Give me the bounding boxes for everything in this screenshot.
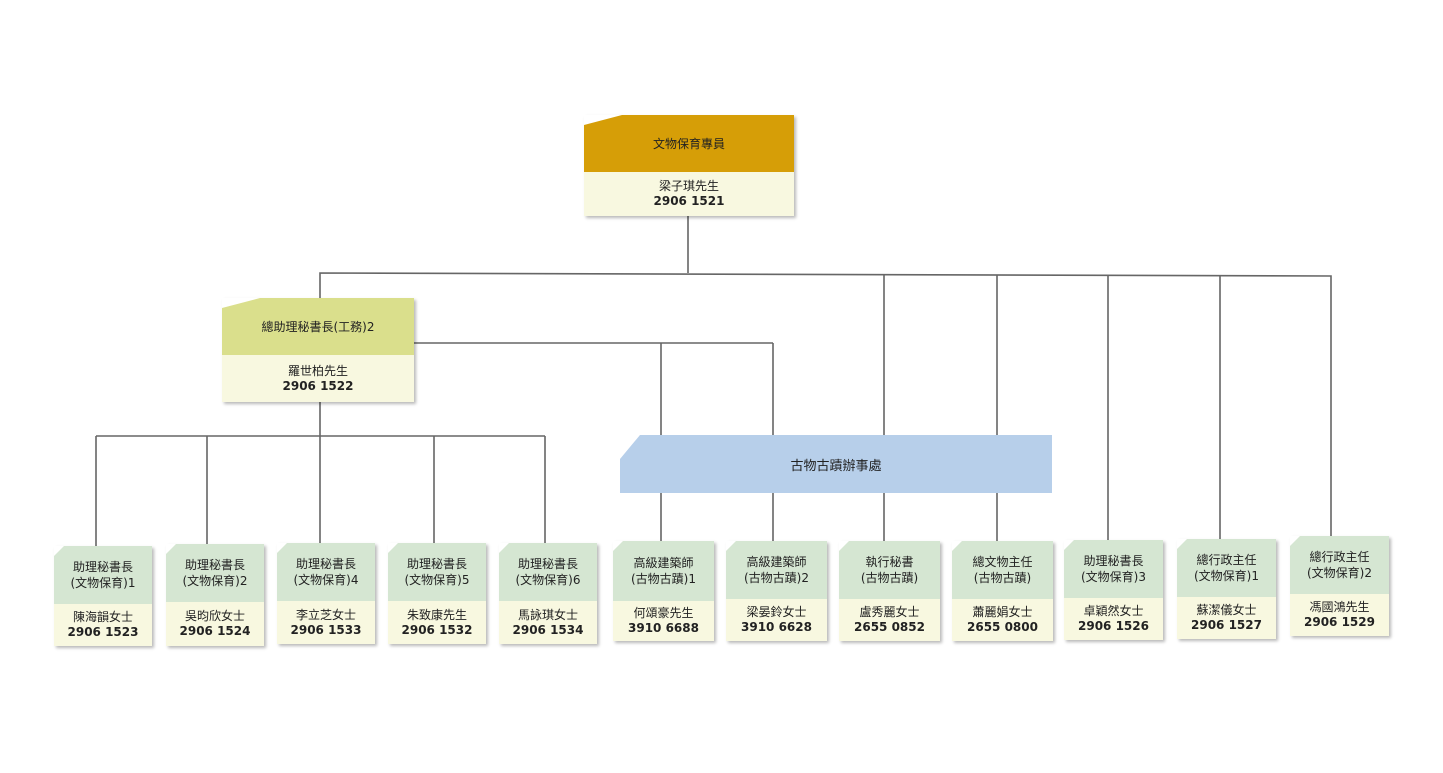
position-title: 執行秘書 (古物古蹟): [860, 555, 919, 585]
person-name: 梁晏鈴女士: [746, 605, 807, 619]
person-name: 盧秀麗女士: [859, 605, 920, 619]
mid-person-name: 羅世柏先生: [287, 363, 348, 378]
person-name: 馮國鴻先生: [1309, 600, 1370, 614]
position-header: 高級建築師 (古物古蹟)1: [613, 541, 714, 601]
person-name: 蕭麗娟女士: [972, 605, 1033, 619]
position-header: 助理秘書長 (文物保育)5: [388, 543, 486, 601]
position-header: 總行政主任 (文物保育)1: [1177, 539, 1276, 597]
person-phone: 2906 1534: [512, 622, 584, 637]
mid-position-body: 羅世柏先生 2906 1522: [222, 355, 414, 402]
position-title: 助理秘書長 (文物保育)1: [70, 560, 136, 590]
position-title: 高級建築師 (古物古蹟)1: [631, 556, 696, 586]
position-header: 高級建築師 (古物古蹟)2: [726, 541, 827, 599]
position-title: 高級建築師 (古物古蹟)2: [744, 555, 809, 585]
position-header: 助理秘書長 (文物保育)1: [54, 546, 152, 604]
person-name: 蘇潔儀女士: [1196, 603, 1257, 617]
antiquities-office-box: 古物古蹟辦事處: [620, 435, 1052, 493]
position-title: 總行政主任 (文物保育)1: [1194, 553, 1259, 583]
position-header: 助理秘書長 (文物保育)3: [1064, 540, 1163, 598]
position-title: 助理秘書長 (文物保育)6: [515, 557, 581, 587]
top-position-card: 文物保育專員 梁子琪先生 2906 1521: [584, 115, 794, 216]
mid-position-card: 總助理秘書長(工務)2 羅世柏先生 2906 1522: [222, 298, 414, 402]
person-phone: 2906 1533: [290, 622, 362, 637]
person-name: 吳昀欣女士: [184, 609, 245, 623]
person-name: 朱致康先生: [406, 607, 467, 622]
person-name: 陳海韻女士: [72, 610, 133, 624]
position-title: 助理秘書長 (文物保育)5: [404, 557, 470, 587]
top-person-name: 梁子琪先生: [658, 179, 719, 193]
mid-person-phone: 2906 1522: [282, 378, 354, 393]
position-title: 助理秘書長 (文物保育)2: [182, 558, 248, 588]
top-position-title: 文物保育專員: [652, 136, 725, 151]
person-phone: 2906 1523: [67, 625, 139, 639]
mid-position-title: 總助理秘書長(工務)2: [261, 319, 375, 334]
position-title: 總行政主任 (文物保育)2: [1307, 550, 1372, 580]
person-name: 李立芝女士: [295, 607, 356, 622]
person-name: 馬詠琪女士: [517, 607, 578, 622]
person-phone: 3910 6688: [628, 621, 699, 635]
person-phone: 2655 0800: [967, 620, 1038, 634]
top-position-header: 文物保育專員: [584, 115, 794, 172]
person-name: 卓穎然女士: [1083, 604, 1144, 618]
position-header: 助理秘書長 (文物保育)2: [166, 544, 264, 602]
person-phone: 2906 1527: [1191, 618, 1262, 632]
person-phone: 2655 0852: [854, 620, 925, 634]
position-header: 執行秘書 (古物古蹟): [839, 541, 940, 599]
position-title: 總文物主任 (古物古蹟): [972, 555, 1033, 585]
person-phone: 3910 6628: [741, 620, 812, 634]
office-title: 古物古蹟辦事處: [790, 458, 882, 474]
position-title: 助理秘書長 (文物保育)3: [1081, 554, 1146, 584]
person-phone: 2906 1524: [179, 624, 251, 638]
position-title: 助理秘書長 (文物保育)4: [293, 557, 359, 587]
mid-position-header: 總助理秘書長(工務)2: [222, 298, 414, 355]
person-phone: 2906 1526: [1078, 619, 1149, 633]
top-position-body: 梁子琪先生 2906 1521: [584, 172, 794, 216]
position-header: 總行政主任 (文物保育)2: [1290, 536, 1389, 594]
position-header: 助理秘書長 (文物保育)4: [277, 543, 375, 601]
position-header: 助理秘書長 (文物保育)6: [499, 543, 597, 601]
person-phone: 2906 1532: [401, 622, 473, 637]
top-person-phone: 2906 1521: [653, 194, 725, 208]
person-name: 何頌豪先生: [633, 606, 694, 620]
person-phone: 2906 1529: [1304, 615, 1375, 629]
position-header: 總文物主任 (古物古蹟): [952, 541, 1053, 599]
